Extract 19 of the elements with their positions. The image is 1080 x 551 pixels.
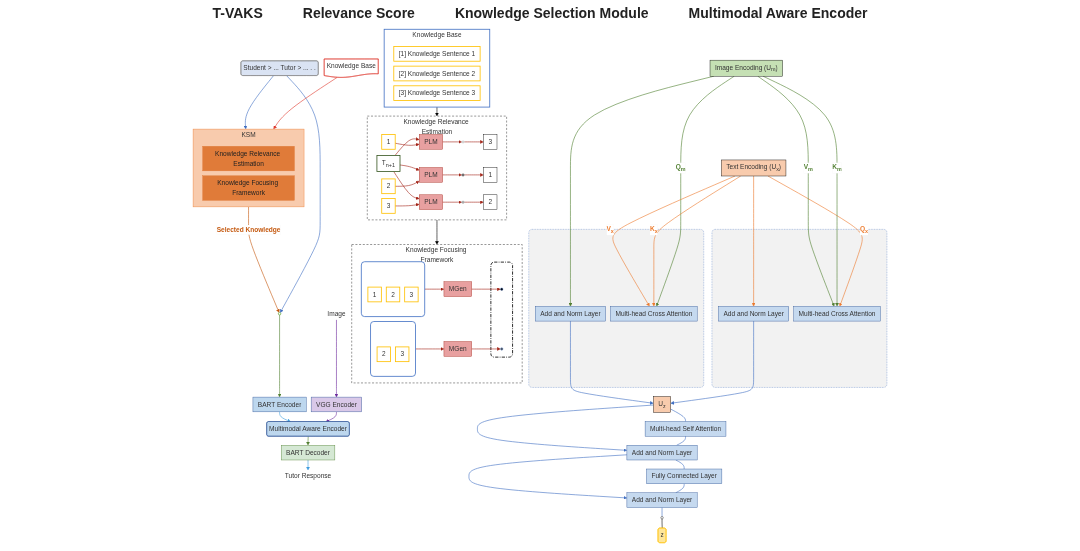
node-circle <box>500 347 504 351</box>
cluster <box>490 261 513 358</box>
connector <box>676 435 686 446</box>
cluster <box>360 261 426 317</box>
node-circle <box>277 312 282 316</box>
connector <box>670 408 686 422</box>
node-circle <box>461 173 465 177</box>
node-circle <box>461 140 465 144</box>
section-title: Relevance Score <box>302 5 415 21</box>
connector <box>675 459 685 470</box>
connector <box>675 483 685 494</box>
connector <box>661 507 663 517</box>
node-circle <box>660 516 664 520</box>
section-title: Multimodal Aware Encoder <box>688 5 868 21</box>
section-title: T-VAKS <box>212 5 263 21</box>
section-title: Knowledge Selection Module <box>454 5 649 21</box>
cluster <box>370 321 416 377</box>
node-circle <box>500 287 504 291</box>
node-circle <box>461 200 465 204</box>
